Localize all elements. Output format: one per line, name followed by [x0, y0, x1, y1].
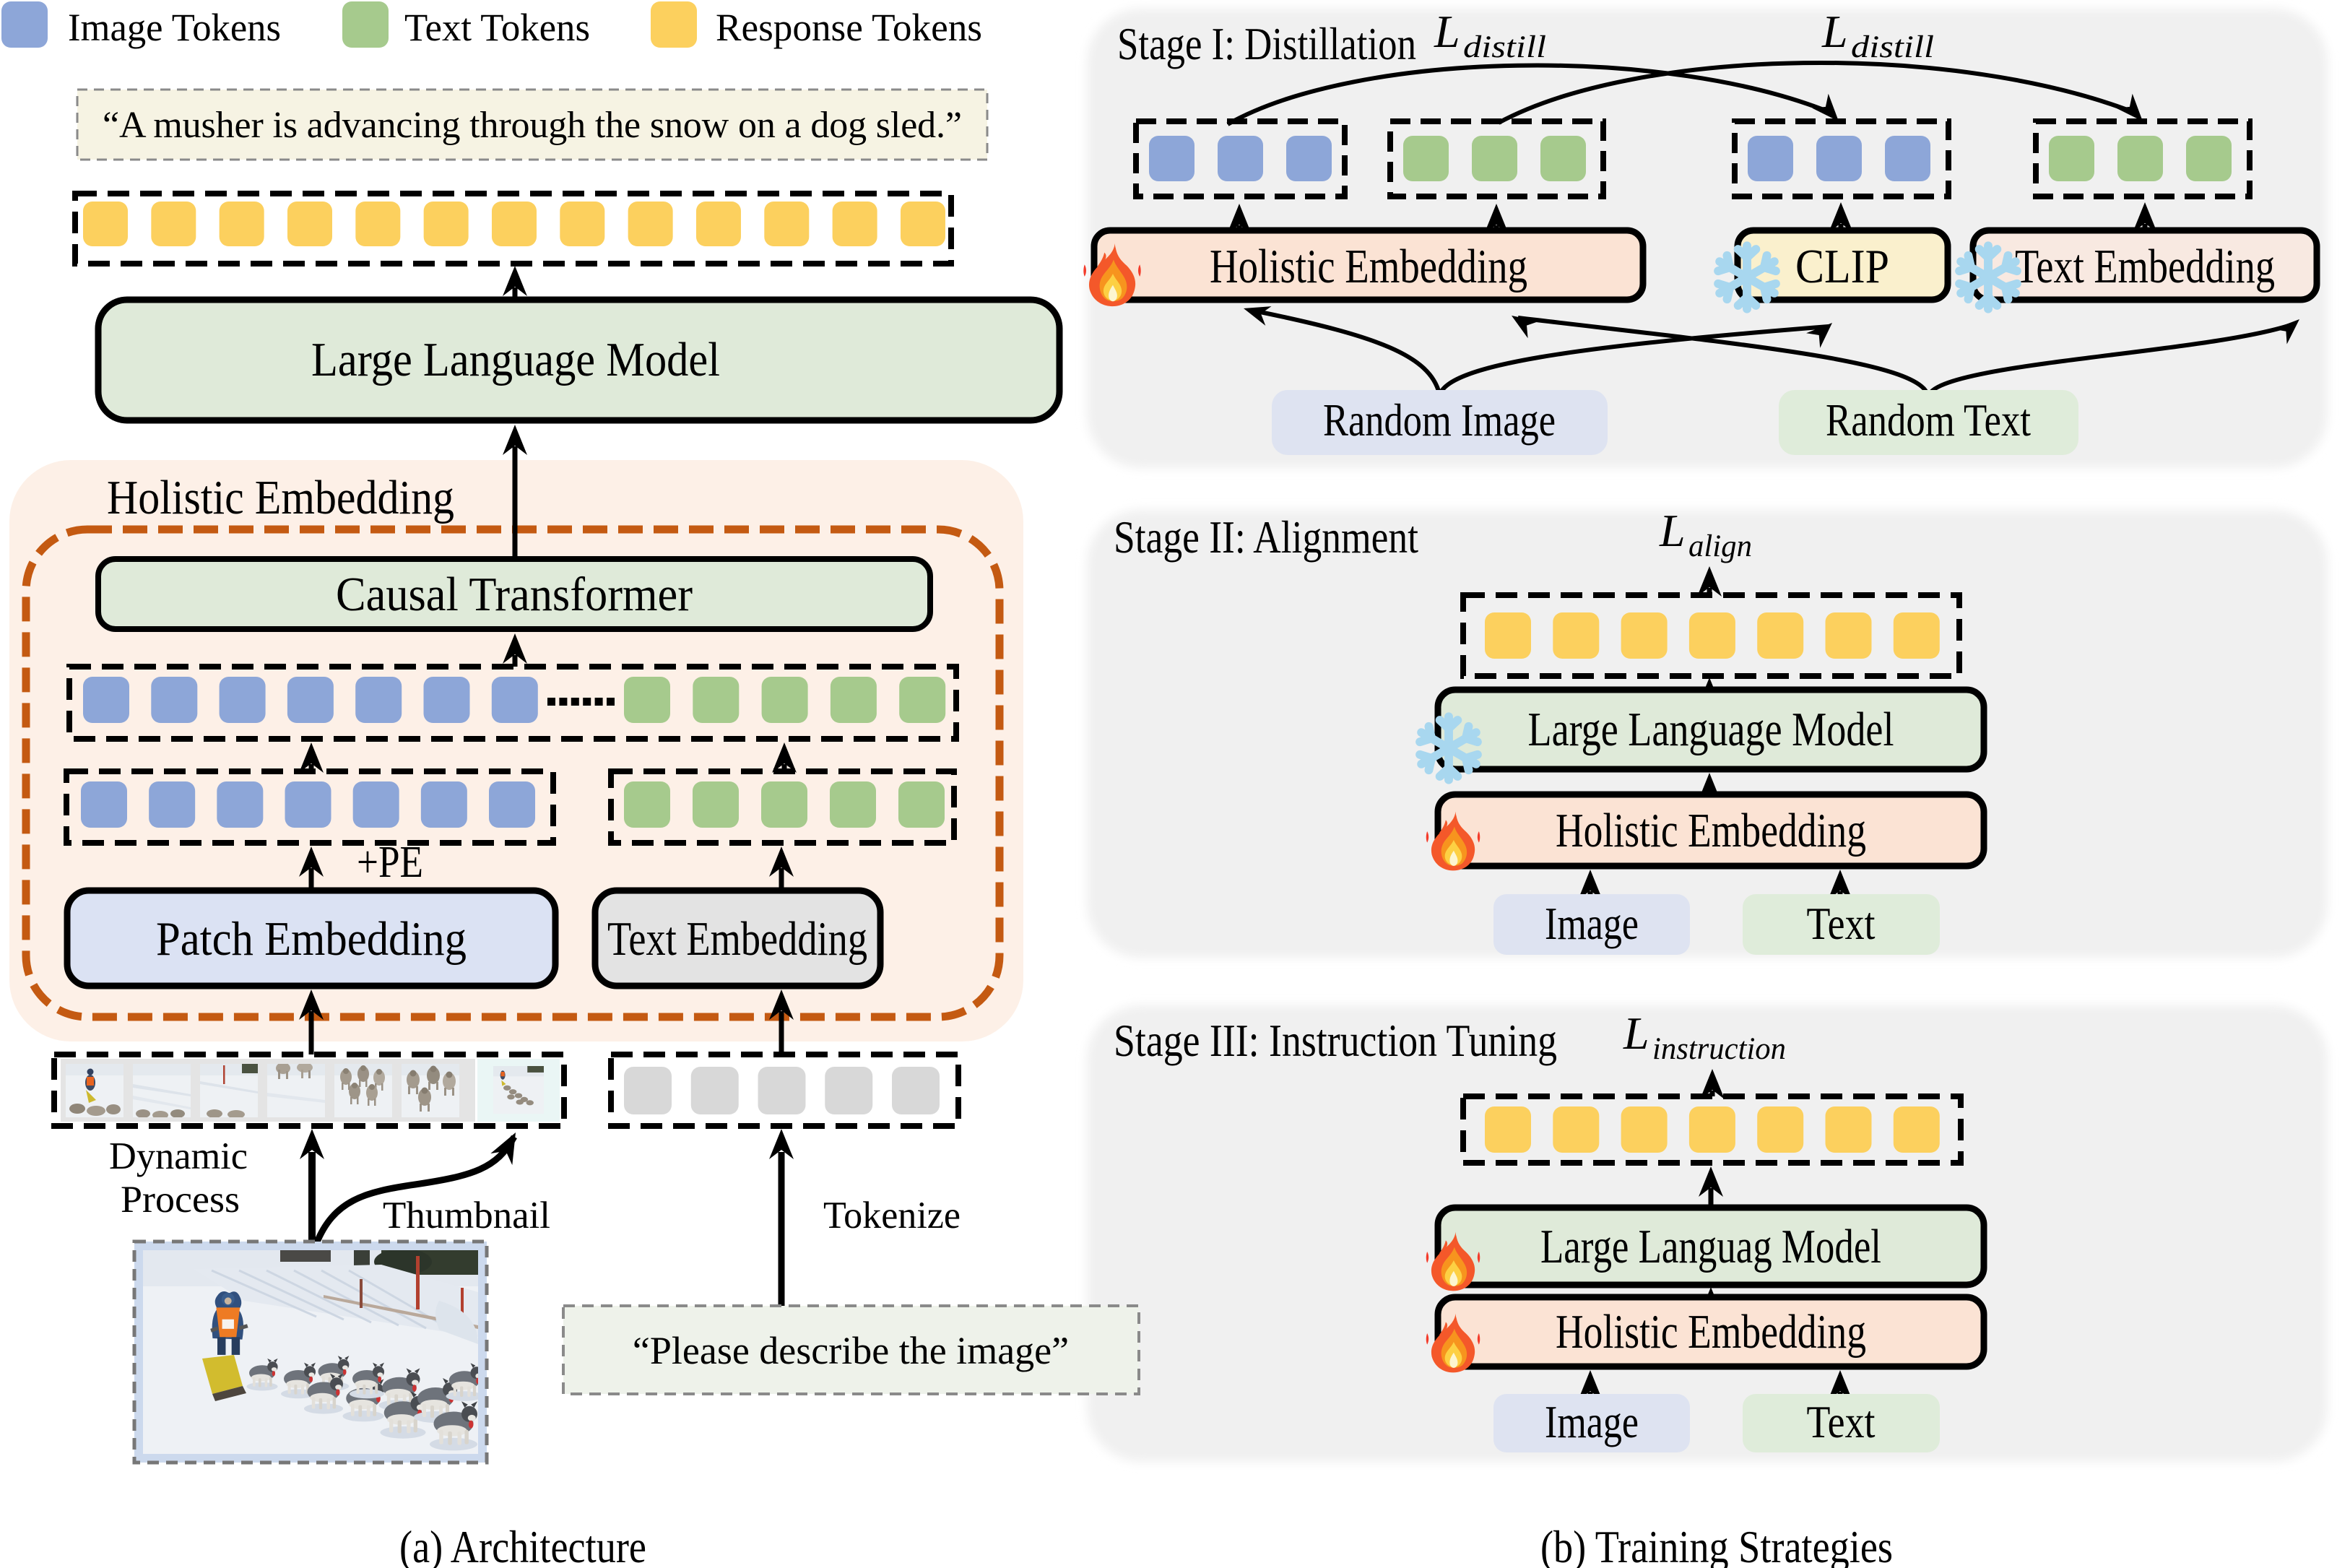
svg-text:Causal Transformer: Causal Transformer: [336, 568, 693, 621]
svg-text:Large Language Model: Large Language Model: [1528, 703, 1894, 756]
svg-text:Text Embedding: Text Embedding: [2015, 240, 2275, 293]
svg-text:align: align: [1688, 529, 1752, 563]
svg-text:Image: Image: [1545, 898, 1639, 949]
svg-text:(a) Architecture: (a) Architecture: [399, 1522, 646, 1568]
svg-text:Dynamic: Dynamic: [109, 1135, 248, 1177]
svg-text:distill: distill: [1463, 30, 1546, 64]
svg-text:Text Embedding: Text Embedding: [607, 912, 867, 966]
svg-text:Holistic Embedding: Holistic Embedding: [1556, 804, 1866, 857]
svg-text:L: L: [1821, 6, 1848, 57]
svg-text:Text: Text: [1807, 1396, 1876, 1447]
svg-text:“Please describe the image”: “Please describe the image”: [633, 1329, 1069, 1372]
svg-text:Holistic Embedding: Holistic Embedding: [1556, 1305, 1866, 1359]
svg-text:(b) Training Strategies: (b) Training Strategies: [1540, 1522, 1893, 1568]
svg-text:Text Tokens: Text Tokens: [404, 6, 590, 49]
svg-text:Response Tokens: Response Tokens: [716, 6, 982, 49]
svg-text:Process: Process: [121, 1179, 240, 1221]
svg-text:Large Language Model: Large Language Model: [311, 333, 720, 386]
svg-text:Stage II: Alignment: Stage II: Alignment: [1114, 512, 1418, 563]
svg-text:Image: Image: [1545, 1396, 1639, 1447]
svg-text:L: L: [1623, 1008, 1649, 1059]
svg-text:Holistic Embedding: Holistic Embedding: [1210, 240, 1527, 293]
svg-text:Tokenize: Tokenize: [823, 1195, 961, 1236]
svg-text:Random Image: Random Image: [1323, 394, 1556, 446]
svg-text:Stage III: Instruction Tuning: Stage III: Instruction Tuning: [1114, 1015, 1557, 1066]
svg-text:+PE: +PE: [357, 838, 423, 887]
svg-text:Large Languag Model: Large Languag Model: [1540, 1220, 1881, 1273]
svg-text:distill: distill: [1851, 30, 1934, 64]
svg-text:L: L: [1434, 6, 1460, 57]
svg-text:“A musher is advancing through: “A musher is advancing through the snow …: [103, 105, 962, 146]
svg-text:Thumbnail: Thumbnail: [383, 1195, 550, 1236]
svg-text:Stage I: Distillation: Stage I: Distillation: [1117, 19, 1416, 69]
svg-text:Text: Text: [1807, 898, 1876, 949]
svg-text:Image Tokens: Image Tokens: [68, 6, 281, 49]
svg-text:Holistic Embedding: Holistic Embedding: [107, 471, 454, 524]
svg-text:Patch Embedding: Patch Embedding: [156, 912, 467, 966]
svg-text:L: L: [1659, 505, 1686, 556]
svg-text:Random Text: Random Text: [1826, 394, 2031, 446]
svg-text:CLIP: CLIP: [1795, 240, 1889, 293]
svg-text:instruction: instruction: [1652, 1032, 1786, 1066]
